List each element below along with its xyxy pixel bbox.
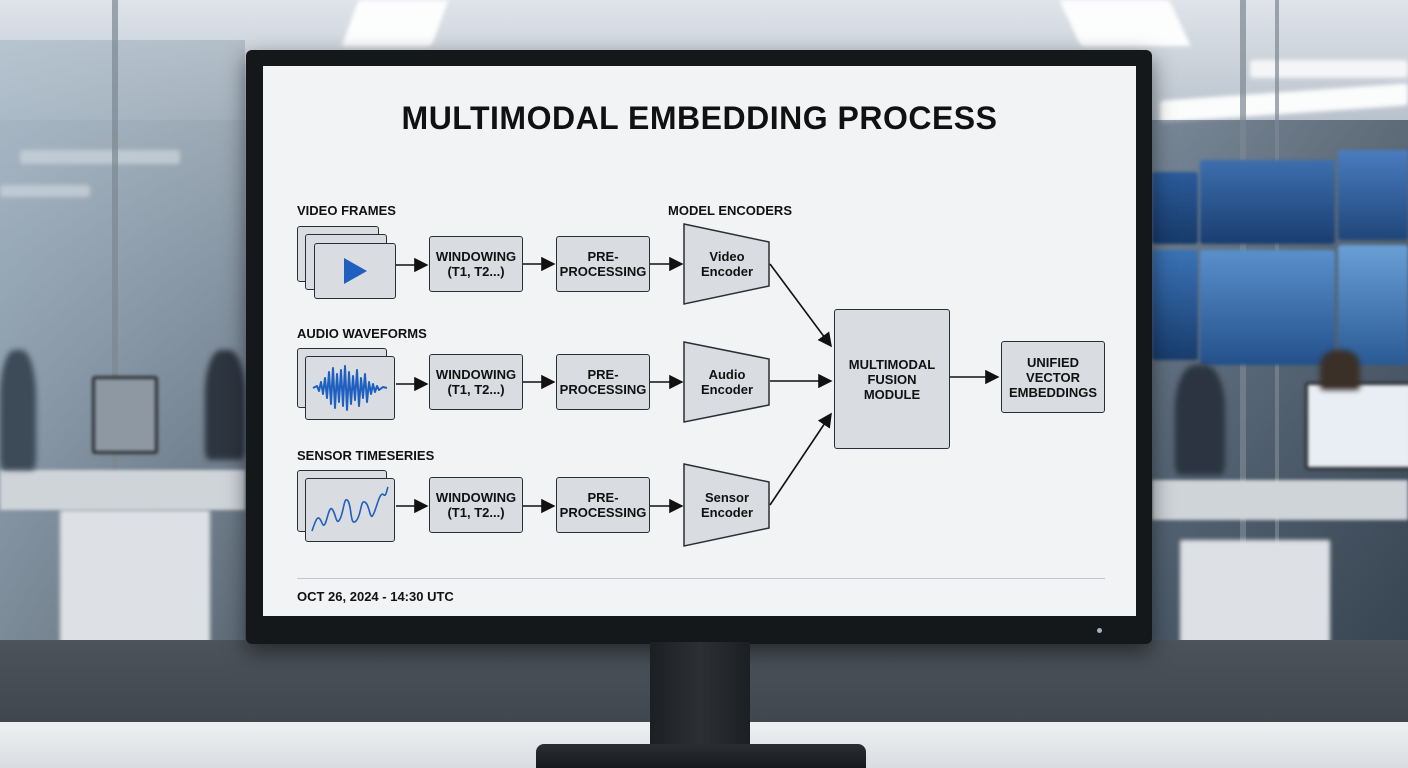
encoder-label-line: Encoder <box>700 264 753 279</box>
glass-frame <box>112 0 118 740</box>
person <box>1175 365 1225 475</box>
encoder-label-line: Audio <box>708 367 746 382</box>
windowing-box-sensor: WINDOWING(T1, T2...) <box>429 477 523 533</box>
box-label: PROCESSING <box>559 264 647 279</box>
timestamp: OCT 26, 2024 - 14:30 UTC <box>297 589 454 604</box>
output-label-line: EMBEDDINGS <box>1008 384 1098 400</box>
box-label: WINDOWING <box>435 249 517 264</box>
person <box>0 350 36 470</box>
diagram-title: MULTIMODAL EMBEDDING PROCESS <box>401 100 998 136</box>
wall-screen <box>1200 250 1335 365</box>
power-indicator-icon <box>1097 628 1102 633</box>
desk <box>0 470 245 510</box>
preprocessing-box-sensor: PRE-PROCESSING <box>556 477 650 533</box>
glass-frame <box>1275 0 1279 740</box>
ceiling-light <box>341 0 449 46</box>
ceiling-light <box>1059 0 1191 46</box>
video-encoder-shape <box>683 223 770 305</box>
fusion-label-line: FUSION <box>867 371 917 387</box>
box-label: PRE- <box>587 249 619 264</box>
monitor-stand <box>650 642 750 746</box>
row-label-audio: AUDIO WAVEFORMS <box>297 326 427 341</box>
box-label: (T1, T2...) <box>447 264 505 279</box>
box-label: PRE- <box>587 490 619 505</box>
output-label-line: UNIFIED <box>1027 354 1079 370</box>
fusion-label-line: MULTIMODAL <box>848 356 936 372</box>
person <box>1320 350 1360 390</box>
unified-embeddings-box: UNIFIED VECTOR EMBEDDINGS <box>1001 341 1105 413</box>
play-triangle-icon <box>344 258 367 284</box>
box-label: (T1, T2...) <box>447 505 505 520</box>
diagram-connectors <box>396 223 1000 547</box>
row-label-sensor: SENSOR TIMESERIES <box>297 448 435 463</box>
box-label: PROCESSING <box>559 382 647 397</box>
encoders-header: MODEL ENCODERS <box>668 203 792 218</box>
desk <box>1152 480 1408 520</box>
wall-screen <box>1152 172 1198 244</box>
audio-encoder-shape <box>683 341 770 423</box>
encoder-label-line: Encoder <box>700 505 753 520</box>
desk-monitor <box>92 376 158 454</box>
audio-waveform-icon <box>305 356 395 420</box>
arrow <box>769 263 832 348</box>
output-label-line: VECTOR <box>1026 369 1080 385</box>
monitor-stand-base <box>536 744 866 768</box>
glass-frame <box>1240 0 1246 740</box>
video-encoder-label: Video Encoder <box>683 249 771 279</box>
arrow <box>769 412 832 506</box>
desk-monitor <box>1305 382 1408 470</box>
wall-screen <box>1152 250 1198 360</box>
box-label: WINDOWING <box>435 367 517 382</box>
footer-divider <box>297 578 1105 579</box>
preprocessing-box-audio: PRE-PROCESSING <box>556 354 650 410</box>
fusion-label-line: MODULE <box>863 386 921 402</box>
wall-screen <box>1200 160 1335 244</box>
encoder-label-line: Video <box>709 249 745 264</box>
sensor-timeseries-icon <box>305 478 395 542</box>
ceiling-light <box>1250 60 1408 78</box>
person <box>205 350 245 460</box>
box-label: PRE- <box>587 367 619 382</box>
box-label: WINDOWING <box>435 490 517 505</box>
box-label: (T1, T2...) <box>447 382 505 397</box>
video-play-icon <box>314 243 396 299</box>
sensor-encoder-label: Sensor Encoder <box>683 490 771 520</box>
monitor-screen: MULTIMODAL EMBEDDING PROCESS VIDEO FRAME… <box>263 66 1136 616</box>
encoder-label-line: Sensor <box>704 490 750 505</box>
windowing-box-video: WINDOWING(T1, T2...) <box>429 236 523 292</box>
wall-screen <box>1338 245 1408 365</box>
preprocessing-box-video: PRE-PROCESSING <box>556 236 650 292</box>
wall-screen <box>1338 150 1408 240</box>
row-label-video: VIDEO FRAMES <box>297 203 396 218</box>
windowing-box-audio: WINDOWING(T1, T2...) <box>429 354 523 410</box>
timeseries-line-icon <box>311 486 389 532</box>
fusion-module-box: MULTIMODAL FUSION MODULE <box>834 309 950 449</box>
sensor-encoder-shape <box>683 463 770 547</box>
box-label: PROCESSING <box>559 505 647 520</box>
waveform-icon <box>312 365 388 411</box>
audio-encoder-label: Audio Encoder <box>683 367 771 397</box>
encoder-label-line: Encoder <box>700 382 753 397</box>
